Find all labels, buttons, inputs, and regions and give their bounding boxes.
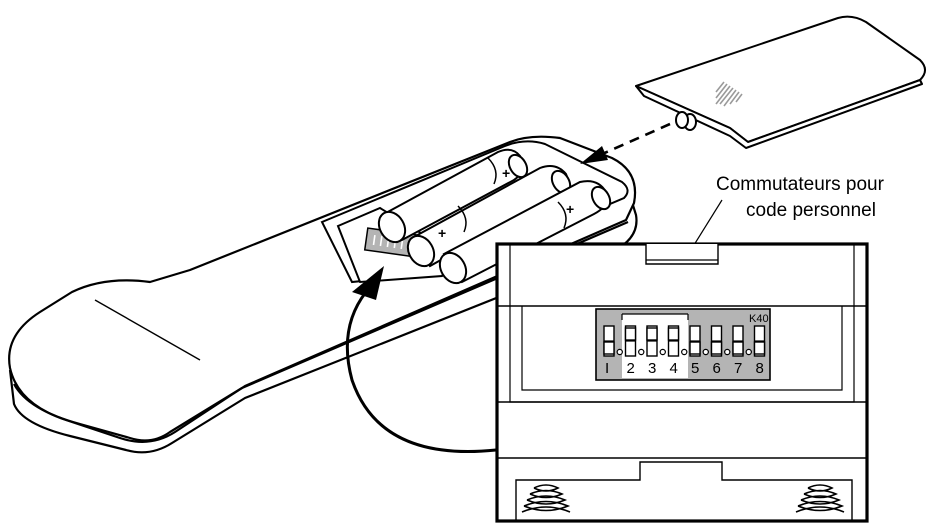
dip-switch-label-4: 4 [670, 360, 678, 377]
dip-switch-knob-8 [753, 341, 766, 355]
battery-spring-left [521, 484, 571, 513]
dip-switch-dot-4 [681, 348, 688, 356]
dip-switch-label-6: 6 [713, 360, 721, 377]
battery-cover [635, 15, 926, 149]
dip-switch-dot-1 [616, 348, 623, 356]
dip-switch-knob-1 [603, 341, 615, 355]
dip-switch-knob-6 [710, 341, 723, 355]
dip-switch-knob-7 [732, 341, 744, 355]
dip-switch-knob-2 [624, 327, 637, 341]
battery-plus-3: + [566, 201, 574, 217]
dip-switch-knob-3 [646, 327, 658, 341]
callout-line-2: code personnel [746, 200, 876, 221]
dip-switch-label-8: 8 [756, 360, 764, 377]
dip-switch-label-1: I [605, 360, 609, 377]
battery-spring-right [795, 484, 845, 513]
battery-front [438, 180, 612, 285]
battery-plus-2: + [438, 225, 446, 241]
enlarged-detail-box [495, 242, 869, 523]
dip-switch-dot-5 [702, 348, 709, 356]
dip-switch-panel [595, 308, 771, 381]
battery-back [377, 148, 529, 244]
zoom-curved-arrow [345, 266, 497, 454]
dip-switch-dot-3 [659, 348, 666, 356]
dip-switch-dot-7 [745, 348, 752, 356]
callout-line-1: Commutateurs pour [716, 174, 885, 195]
dip-switch-knob-4 [667, 327, 680, 341]
dip-switch-label-5: 5 [691, 360, 699, 377]
dip-switch-dot-6 [724, 348, 731, 356]
dip-switch-label-7: 7 [734, 360, 742, 377]
battery-plus-1: + [502, 165, 510, 181]
dip-switch-knob-5 [689, 341, 701, 355]
insert-cover-arrow [580, 122, 671, 164]
cover-arrow-hatch [715, 81, 743, 107]
batteries [377, 148, 612, 285]
dip-switch-label-2: 2 [627, 360, 635, 377]
dip-switch-model-label: K40 [749, 313, 769, 325]
dip-switch-label-3: 3 [648, 360, 656, 377]
dip-switch-dot-2 [638, 348, 645, 356]
